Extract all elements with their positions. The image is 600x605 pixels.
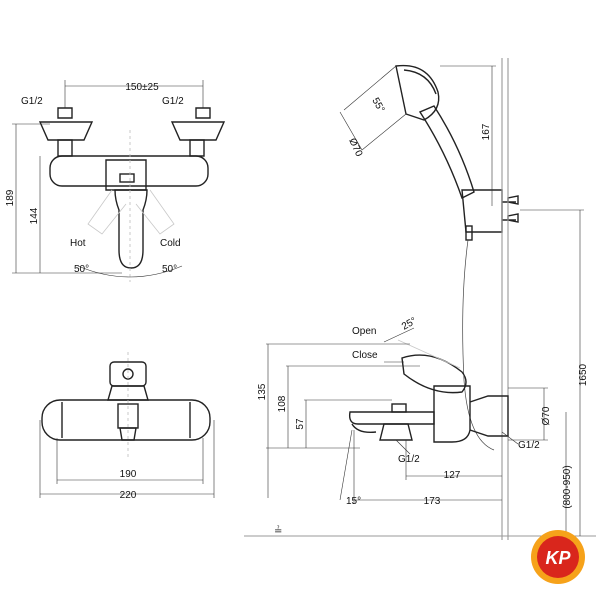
height-135-label: 135 [257, 383, 268, 400]
mixer-body [49, 155, 209, 187]
floor-marker: ≟ [274, 525, 282, 537]
spout-angle-label: 15° [346, 496, 361, 507]
angle-right-label: 50° [162, 264, 177, 275]
left-wall-flange [38, 121, 94, 141]
top-outlet [119, 427, 137, 441]
front-thread-right-label: G1/2 [162, 96, 184, 107]
height-57-label: 57 [295, 418, 306, 430]
shower-handle [418, 105, 475, 199]
lever-ghost-cold [135, 189, 175, 235]
mount-range-label: (800-950) [562, 465, 573, 508]
shower-head [395, 64, 440, 121]
shower-outlet [379, 423, 413, 441]
outlet-thread-leader [395, 439, 411, 455]
shower-head-face [403, 69, 437, 95]
spout-tip [351, 423, 377, 434]
lever-angle-label: 25° [400, 316, 419, 333]
side-body [433, 385, 471, 443]
height-189-label: 189 [5, 189, 16, 206]
reach-127-label: 127 [444, 470, 461, 481]
side-wall-connector [469, 395, 509, 437]
top-body-ends [61, 402, 191, 438]
front-view: 150±25 G1/2 G1/2 Hot Cold 50° 50° 189 14… [5, 80, 226, 282]
inlet-thread-label: G1/2 [518, 440, 540, 451]
right-eccentric [189, 139, 205, 157]
handle-cap [119, 173, 135, 183]
open-label: Open [352, 326, 376, 337]
width-220-label: 220 [120, 490, 137, 501]
diverter-knob [391, 403, 407, 413]
rotation-arc [77, 265, 183, 278]
width-190-label: 190 [120, 469, 137, 480]
eccentric-diameter-label: Ø70 [541, 406, 552, 425]
hand-shower-view: 55° Ø70 167 [339, 64, 519, 241]
reach-173-label: 173 [424, 496, 441, 507]
close-label: Close [352, 350, 378, 361]
lever-open-ghost [397, 339, 461, 369]
hot-label: Hot [70, 238, 86, 249]
top-body [41, 399, 211, 441]
inlet-thread-leader [501, 431, 519, 445]
angle-left-label: 50° [74, 264, 89, 275]
hose-connector [465, 225, 473, 241]
holder-screw-heads [507, 195, 519, 223]
outlet-thread-label: G1/2 [398, 454, 420, 465]
spout-angle-line [339, 429, 353, 501]
diameter-70-line [339, 111, 363, 151]
pipe-spacing-label: 150±25 [125, 82, 159, 93]
side-view: Open Close 25° 135 108 57 Ø70 G1/2 G1/2 [257, 209, 589, 536]
height-144-label: 144 [29, 207, 40, 224]
brand-logo: KP [531, 530, 585, 584]
side-spout [348, 411, 435, 425]
logo-text: KP [545, 548, 571, 568]
mount-height-label: 1650 [578, 363, 589, 386]
left-eccentric [57, 139, 73, 157]
left-connector-nut [57, 107, 73, 119]
spray-angle-lines [343, 65, 407, 151]
holder-screws [502, 201, 516, 221]
right-connector-nut [195, 107, 211, 119]
height-108-label: 108 [277, 395, 288, 412]
length-167-label: 167 [481, 123, 492, 140]
logo-disc [537, 536, 579, 578]
right-wall-flange [170, 121, 226, 141]
front-thread-left-label: G1/2 [21, 96, 43, 107]
lever-angle-line [383, 327, 415, 343]
spray-angle-label: 55° [369, 96, 386, 115]
cold-label: Cold [160, 238, 181, 249]
lever-ghost-hot [87, 189, 127, 235]
lever-open [401, 354, 467, 394]
top-view: 190 220 [39, 352, 215, 501]
spout-front [114, 189, 148, 269]
shower-diameter-label: Ø70 [346, 137, 364, 159]
shower-hose [462, 239, 495, 451]
